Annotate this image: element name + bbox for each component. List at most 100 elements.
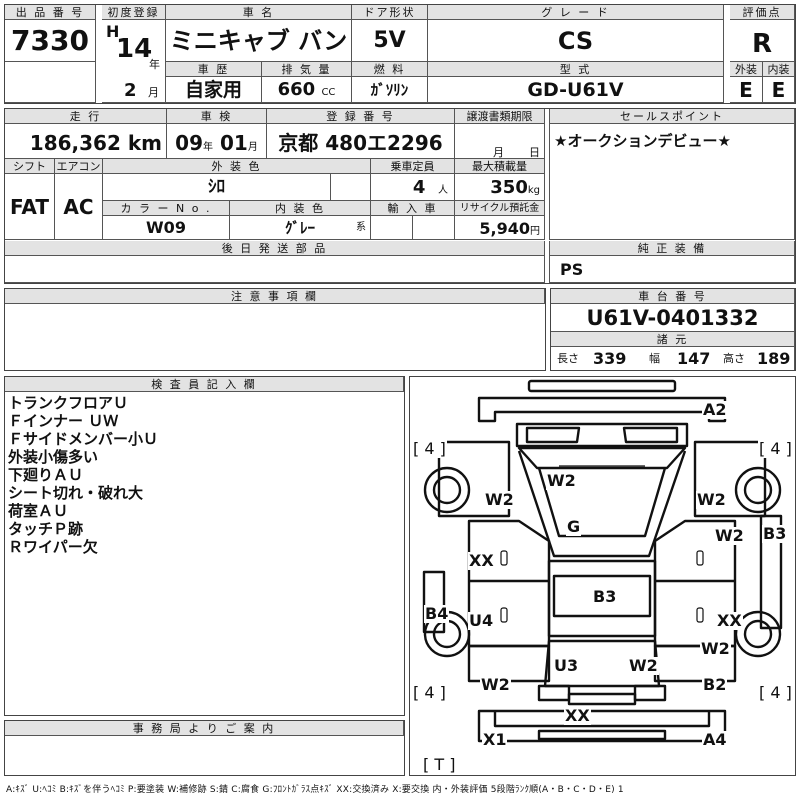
damage-label: A2: [702, 400, 728, 419]
reg-month-unit: 月: [148, 86, 159, 99]
width-value: 147: [677, 349, 711, 368]
exterior-grade: E: [730, 77, 763, 103]
model-code: GD-U61V: [428, 77, 724, 103]
damage-label: B4: [424, 604, 450, 623]
mileage: 186,362: [29, 131, 121, 155]
interior-header: 内装: [763, 62, 795, 77]
chassis-header: 車 台 番 号: [551, 289, 795, 304]
mileage-unit: km: [127, 131, 162, 155]
dims-header: 諸 元: [551, 332, 795, 347]
registration-area: 京都: [278, 131, 319, 155]
grade: CS: [428, 20, 724, 62]
inspection-cell: 09年 01月: [167, 124, 267, 159]
import-blank-a: [371, 216, 413, 240]
damage-label: W2: [484, 490, 515, 509]
lot-number: 7330: [5, 20, 96, 62]
note-line: トランクフロアＵ: [8, 394, 129, 412]
grade-header: グ レ ー ド: [428, 5, 724, 20]
parts-blank: [5, 256, 545, 283]
damage-label: A4: [702, 730, 728, 749]
door-header: ドア形状: [352, 5, 428, 20]
dims-row: 長さ 339 幅 147 高さ 189: [551, 347, 795, 370]
model-header: 型 式: [428, 62, 724, 77]
parts-header: 後 日 発 送 部 品: [5, 241, 545, 256]
legend: A:ｷｽﾞ U:ﾍｺﾐ B:ｷｽﾞを伴うﾍｺﾐ P:要塗装 W:補修跡 S:錆 …: [6, 785, 624, 795]
exterior-color-blank: [331, 174, 371, 201]
max-load-cell: 350kg: [455, 174, 545, 201]
note-line: 荷室ＡＵ: [8, 502, 69, 520]
inspector-header: 検 査 員 記 入 欄: [5, 377, 404, 392]
displacement-cell: 660 CC: [262, 77, 352, 103]
inspection-year: 09: [175, 131, 204, 155]
capacity-cell: 4 人: [371, 174, 455, 201]
interior-grade: E: [763, 77, 795, 103]
first-reg-cell: H 14 年 2 月: [102, 20, 166, 103]
damage-label: U3: [553, 656, 580, 675]
chassis-number: U61V-0401332: [551, 304, 795, 332]
damage-label: XX: [716, 611, 743, 630]
mileage-cell: 186,362 km: [5, 124, 167, 159]
damage-label: W2: [714, 526, 745, 545]
fuel-header: 燃 料: [352, 62, 428, 77]
interior-color-cell: ｸﾞﾚｰ 系: [230, 216, 371, 240]
max-load-header: 最大積載量: [455, 159, 545, 174]
interior-color-header: 内 装 色: [230, 201, 371, 216]
equipment: PS: [549, 256, 795, 283]
transfer-month: 月: [493, 146, 504, 159]
damage-label: W2: [700, 639, 731, 658]
damage-label: XX: [468, 551, 495, 570]
note-line: 外装小傷多い: [8, 448, 99, 466]
displacement-header: 排 気 量: [262, 62, 352, 77]
lot-blank: [5, 62, 96, 103]
note-line: 下廻りＡＵ: [8, 466, 84, 484]
damage-label: X1: [482, 730, 508, 749]
second-section: [4, 108, 796, 284]
inspector-notes: トランクフロアＵ Ｆインナー ＵＷ Ｆサイドメンバー小Ｕ 外装小傷多い 下廻りＡ…: [8, 394, 158, 556]
shift-header: シフト: [5, 159, 55, 174]
damage-label: W2: [696, 490, 727, 509]
damage-label: [ 4 ]: [758, 439, 793, 458]
registration-number: 480エ2296: [325, 131, 443, 155]
ac: AC: [55, 174, 103, 240]
reg-year-unit: 年: [149, 58, 160, 71]
damage-label: [ 4 ]: [412, 683, 447, 702]
damage-label: B3: [762, 524, 788, 543]
caution-box: [4, 288, 546, 371]
damage-label: W2: [480, 675, 511, 694]
car-name-header: 車 名: [166, 5, 352, 20]
registration-header: 登 録 番 号: [267, 109, 455, 124]
interior-color-suffix: 系: [356, 222, 366, 233]
note-line: タッチＰ跡: [8, 520, 84, 538]
interior-color: ｸﾞﾚｰ: [284, 219, 315, 237]
damage-label: W2: [628, 656, 659, 675]
office-header: 事 務 局 よ り ご 案 内: [5, 721, 404, 736]
width-label: 幅: [649, 352, 660, 365]
inspector-box: [4, 376, 405, 716]
import-blank-b: [413, 216, 455, 240]
max-load-unit: kg: [527, 185, 540, 196]
damage-label: W2: [546, 471, 577, 490]
max-load: 350: [490, 177, 528, 198]
ac-header: エアコン: [55, 159, 103, 174]
exterior-color-header: 外 装 色: [103, 159, 371, 174]
damage-label: G: [566, 517, 582, 536]
car-name: ミニキャブ バン: [166, 20, 352, 62]
exterior-color: ｼﾛ: [103, 174, 331, 201]
score: R: [730, 20, 795, 62]
height-value: 189: [757, 349, 791, 368]
lot-header: 出 品 番 号: [5, 5, 96, 20]
length-value: 339: [593, 349, 627, 368]
damage-label: [ 4 ]: [758, 683, 793, 702]
color-number-header: カ ラ ー N o .: [103, 201, 230, 216]
first-reg-header: 初度登録: [102, 5, 166, 20]
office-box: [4, 720, 405, 776]
damage-label: [ T ]: [422, 755, 457, 774]
score-header: 評価点: [730, 5, 795, 20]
caution-header: 注 意 事 項 欄: [5, 289, 545, 304]
note-line: Ｆインナー ＵＷ: [8, 412, 119, 430]
door-type: 5V: [352, 20, 428, 62]
car-diagram: [422, 379, 783, 743]
transfer-cell: 月 日: [455, 124, 545, 159]
capacity: 4: [412, 177, 426, 198]
history-header: 車 歴: [166, 62, 262, 77]
